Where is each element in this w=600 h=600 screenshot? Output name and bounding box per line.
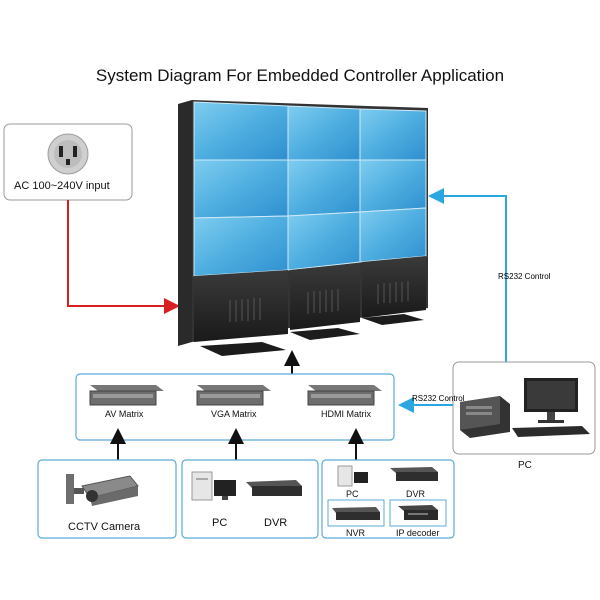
ip-decoder-icon: [389, 499, 447, 527]
keyboard-icon: [512, 426, 590, 437]
pc-label: PC: [212, 517, 228, 529]
hdmi-matrix-label: HDMI Matrix: [321, 409, 371, 419]
power-line: [67, 200, 180, 314]
vga-matrix-device: [196, 385, 271, 406]
diagram-title: System Diagram For Embedded Controller A…: [95, 66, 505, 85]
av-matrix-device: [89, 385, 164, 406]
video-wall: [178, 100, 428, 356]
ip-decoder-label: IP decoder: [396, 528, 440, 538]
hdmi-matrix-device: [307, 385, 382, 406]
power-input-box: [3, 123, 133, 201]
screen-grid: [193, 101, 427, 277]
rs232-vertical-label: RS232 Control: [498, 272, 551, 281]
nvr-device-icon: [327, 499, 385, 527]
control-pc-label: PC: [518, 460, 532, 471]
matrix-group-box: [75, 373, 395, 441]
rs232-horizontal-label: RS232 Control: [412, 394, 465, 403]
monitor-icon: [524, 378, 578, 423]
vga-matrix-label: VGA Matrix: [211, 409, 257, 419]
rs232-line-wall: [428, 188, 507, 366]
server-icon: [460, 396, 510, 438]
dvr-device-icon: [246, 480, 302, 496]
cabinet-stand: [194, 256, 426, 356]
control-pc-box: [452, 361, 596, 455]
power-input-label: AC 100~240V input: [14, 180, 110, 192]
nvr-label: NVR: [346, 528, 366, 538]
cctv-camera-icon: [66, 474, 139, 506]
pc-tower-icon: [191, 471, 236, 501]
dvr-small-icon: [390, 467, 438, 481]
pc-small-icon: [337, 465, 368, 487]
pc-small-label: PC: [346, 489, 359, 499]
pc-dvr-box: [181, 459, 319, 539]
av-matrix-label: AV Matrix: [105, 409, 144, 419]
dvr-small-label: DVR: [406, 489, 426, 499]
dvr-label: DVR: [264, 517, 288, 529]
cctv-camera-label: CCTV Camera: [68, 521, 141, 533]
power-socket-icon: [47, 133, 89, 175]
